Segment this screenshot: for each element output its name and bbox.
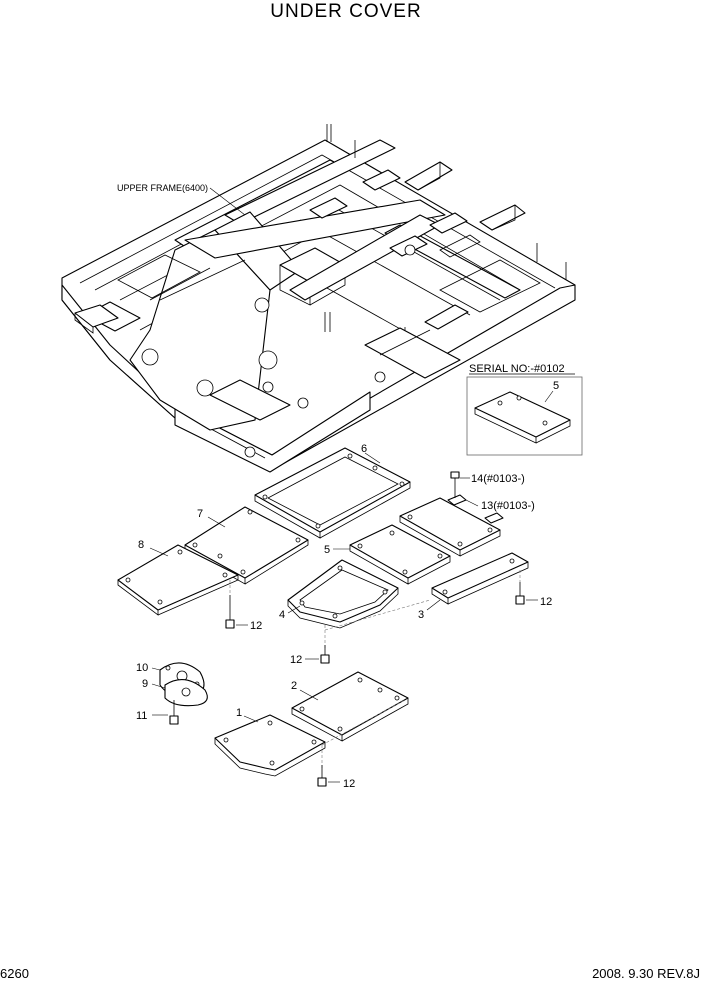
bolt-14 — [450, 471, 470, 498]
revision-stamp: 2008. 9.30 REV.8J — [592, 966, 700, 981]
callout-13: 13(#0103-) — [481, 500, 535, 512]
plate-9 — [151, 679, 208, 707]
callout-12-mid: 12 — [290, 654, 302, 666]
callout-8: 8 — [138, 539, 144, 551]
cover-plate-7 — [184, 506, 309, 585]
serial-note: SERIAL NO:-#0102 — [469, 363, 565, 375]
frame-label: UPPER FRAME(6400) — [117, 183, 208, 193]
callout-10: 10 — [136, 662, 148, 674]
callout-4: 4 — [279, 609, 285, 621]
bolt-12-right — [515, 582, 538, 605]
cover-plate-4 — [287, 559, 399, 629]
bolt-12-left — [225, 595, 248, 629]
callout-14: 14(#0103-) — [471, 473, 525, 485]
cover-plate-2 — [291, 671, 409, 742]
upper-frame-assembly — [61, 124, 576, 473]
callout-3: 3 — [418, 609, 424, 621]
page-number: 6260 — [0, 966, 29, 981]
callout-5-box: 5 — [553, 380, 559, 392]
callout-9: 9 — [142, 678, 148, 690]
bolt-12-mid — [305, 625, 330, 664]
bolt-12-bottom — [317, 745, 340, 787]
cover-plate-5 — [333, 524, 451, 585]
cover-plate-8 — [117, 544, 239, 616]
cover-plate-13 — [399, 494, 504, 557]
page-title: UNDER COVER — [270, 1, 421, 22]
callout-11: 11 — [136, 710, 147, 722]
callout-7: 7 — [197, 508, 203, 520]
cover-plate-1 — [214, 714, 326, 777]
callout-1: 1 — [236, 707, 242, 719]
callout-5: 5 — [324, 544, 330, 556]
callout-12-left: 12 — [250, 620, 262, 632]
callout-12-right: 12 — [540, 596, 552, 608]
callout-2: 2 — [291, 680, 297, 692]
callout-12-bottom: 12 — [343, 778, 355, 790]
callout-6: 6 — [361, 443, 367, 455]
cover-plate-6 — [254, 447, 411, 539]
bolt-11 — [152, 700, 179, 725]
serial-box — [466, 373, 583, 456]
cover-plate-3 — [426, 552, 529, 611]
